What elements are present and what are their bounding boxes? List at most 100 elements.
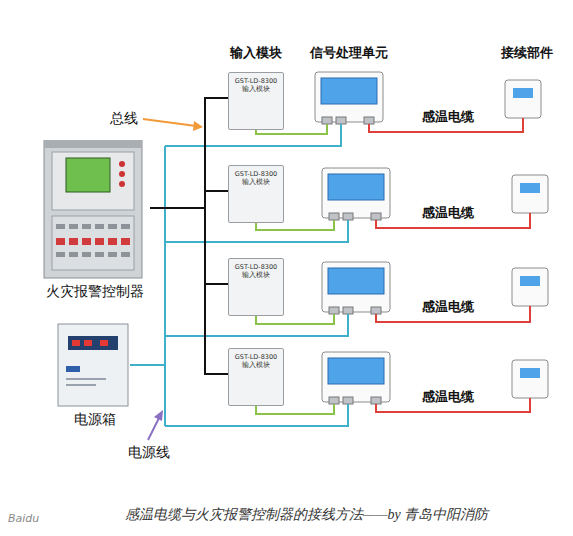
input-module: GST-LD-8300 输入模块 — [228, 72, 284, 130]
column-heading: 输入模块 — [230, 44, 282, 62]
heat-sensing-cable — [369, 118, 530, 412]
controller-part — [69, 238, 78, 245]
controller-part — [108, 238, 117, 245]
signal-processing-unit — [329, 213, 339, 220]
junction-part — [512, 360, 548, 398]
power-box-part — [100, 340, 108, 346]
controller-part — [95, 252, 104, 257]
cable-label: 感温电缆 — [420, 388, 476, 406]
power-box-part — [84, 340, 92, 346]
power-callout-arrow — [148, 410, 163, 440]
junction-part — [505, 80, 541, 118]
controller-part — [44, 140, 142, 278]
controller-part — [52, 216, 134, 270]
cable-label: 感温电缆 — [420, 108, 476, 126]
controller-led — [119, 181, 125, 187]
power-box-part — [72, 340, 80, 346]
power-wire — [130, 124, 348, 426]
bus-wire — [150, 191, 228, 208]
junction-part — [505, 80, 548, 398]
controller-part — [108, 252, 117, 257]
power-box-part — [58, 324, 128, 406]
power-box-part — [68, 336, 118, 350]
signal-processing-unit — [364, 117, 374, 124]
watermark: Baidu — [8, 512, 39, 525]
signal-processing-unit — [321, 78, 377, 104]
power-callout-arrow — [154, 410, 163, 421]
power-wire — [130, 364, 165, 366]
signal-processing-unit — [371, 213, 381, 220]
signal-processing-unit — [322, 352, 390, 402]
controller-part — [69, 252, 78, 257]
bus-callout-arrow — [143, 119, 203, 131]
controller-part — [108, 224, 117, 229]
module-label: GST-LD-8300 输入模块 — [232, 353, 280, 369]
controller-drawing — [40, 140, 146, 280]
signal-processing-unit — [322, 262, 390, 312]
controller-part — [82, 252, 91, 257]
signal-processing-unit — [315, 72, 390, 404]
power-box-part — [66, 366, 80, 372]
device-name: 电源箱 — [56, 411, 134, 429]
bus-wire — [150, 98, 228, 208]
signal-processing-unit — [343, 213, 353, 220]
controller-part — [56, 224, 65, 229]
signal-processing-unit — [371, 397, 381, 404]
module-label: GST-LD-8300 输入模块 — [232, 170, 280, 186]
controller-led — [119, 171, 125, 177]
junction-part — [520, 183, 540, 193]
bus-wire — [150, 208, 228, 374]
controller-led — [119, 161, 125, 167]
junction-part — [512, 268, 548, 306]
controller-part — [44, 140, 142, 148]
power-wire — [165, 404, 348, 426]
signal-processing-unit — [328, 358, 384, 384]
module-label: GST-LD-8300 输入模块 — [232, 263, 280, 279]
column-heading: 信号处理单元 — [310, 44, 388, 62]
junction-part — [520, 276, 540, 286]
controller-part — [95, 238, 104, 245]
signal-processing-unit — [329, 397, 339, 404]
controller-part — [52, 152, 134, 210]
power-wire — [165, 314, 348, 336]
signal-processing-unit — [343, 307, 353, 314]
junction-part — [512, 175, 548, 213]
power-box-drawing — [56, 322, 130, 408]
column-heading: 接续部件 — [501, 44, 553, 62]
controller-part — [66, 158, 110, 192]
bus-callout-arrow — [143, 119, 196, 126]
callout-label: 电源线 — [128, 444, 170, 462]
input-module: GST-LD-8300 输入模块 — [228, 165, 284, 223]
bus-callout-arrow — [193, 121, 203, 131]
signal-processing-unit — [371, 307, 381, 314]
callout-label: 总线 — [110, 110, 138, 128]
bus-wire — [150, 208, 228, 284]
cable-label: 感温电缆 — [420, 298, 476, 316]
signal-processing-unit — [343, 397, 353, 404]
signal-processing-unit — [328, 268, 384, 294]
controller-part — [121, 224, 130, 229]
signal-processing-unit — [329, 307, 339, 314]
alarm-controller: 火灾报警控制器 — [40, 140, 150, 301]
signal-processing-unit — [315, 72, 383, 122]
cable-label: 感温电缆 — [420, 204, 476, 222]
power-callout-arrow — [148, 418, 159, 440]
input-module: GST-LD-8300 输入模块 — [228, 258, 284, 316]
figure-caption: 感温电缆与火灾报警控制器的接线方法——by 青岛中阳消防 — [40, 506, 573, 524]
device-name: 火灾报警控制器 — [40, 283, 150, 301]
controller-part — [69, 224, 78, 229]
controller-part — [82, 224, 91, 229]
signal-processing-unit — [322, 168, 390, 218]
controller-part — [56, 252, 65, 257]
signal-processing-unit — [322, 117, 332, 124]
controller-part — [95, 224, 104, 229]
power-box-part — [66, 378, 106, 380]
power-wire — [165, 220, 348, 242]
module-label: GST-LD-8300 输入模块 — [232, 77, 280, 93]
power-box: 电源箱 — [56, 322, 134, 429]
controller-part — [121, 252, 130, 257]
junction-part — [513, 88, 533, 98]
